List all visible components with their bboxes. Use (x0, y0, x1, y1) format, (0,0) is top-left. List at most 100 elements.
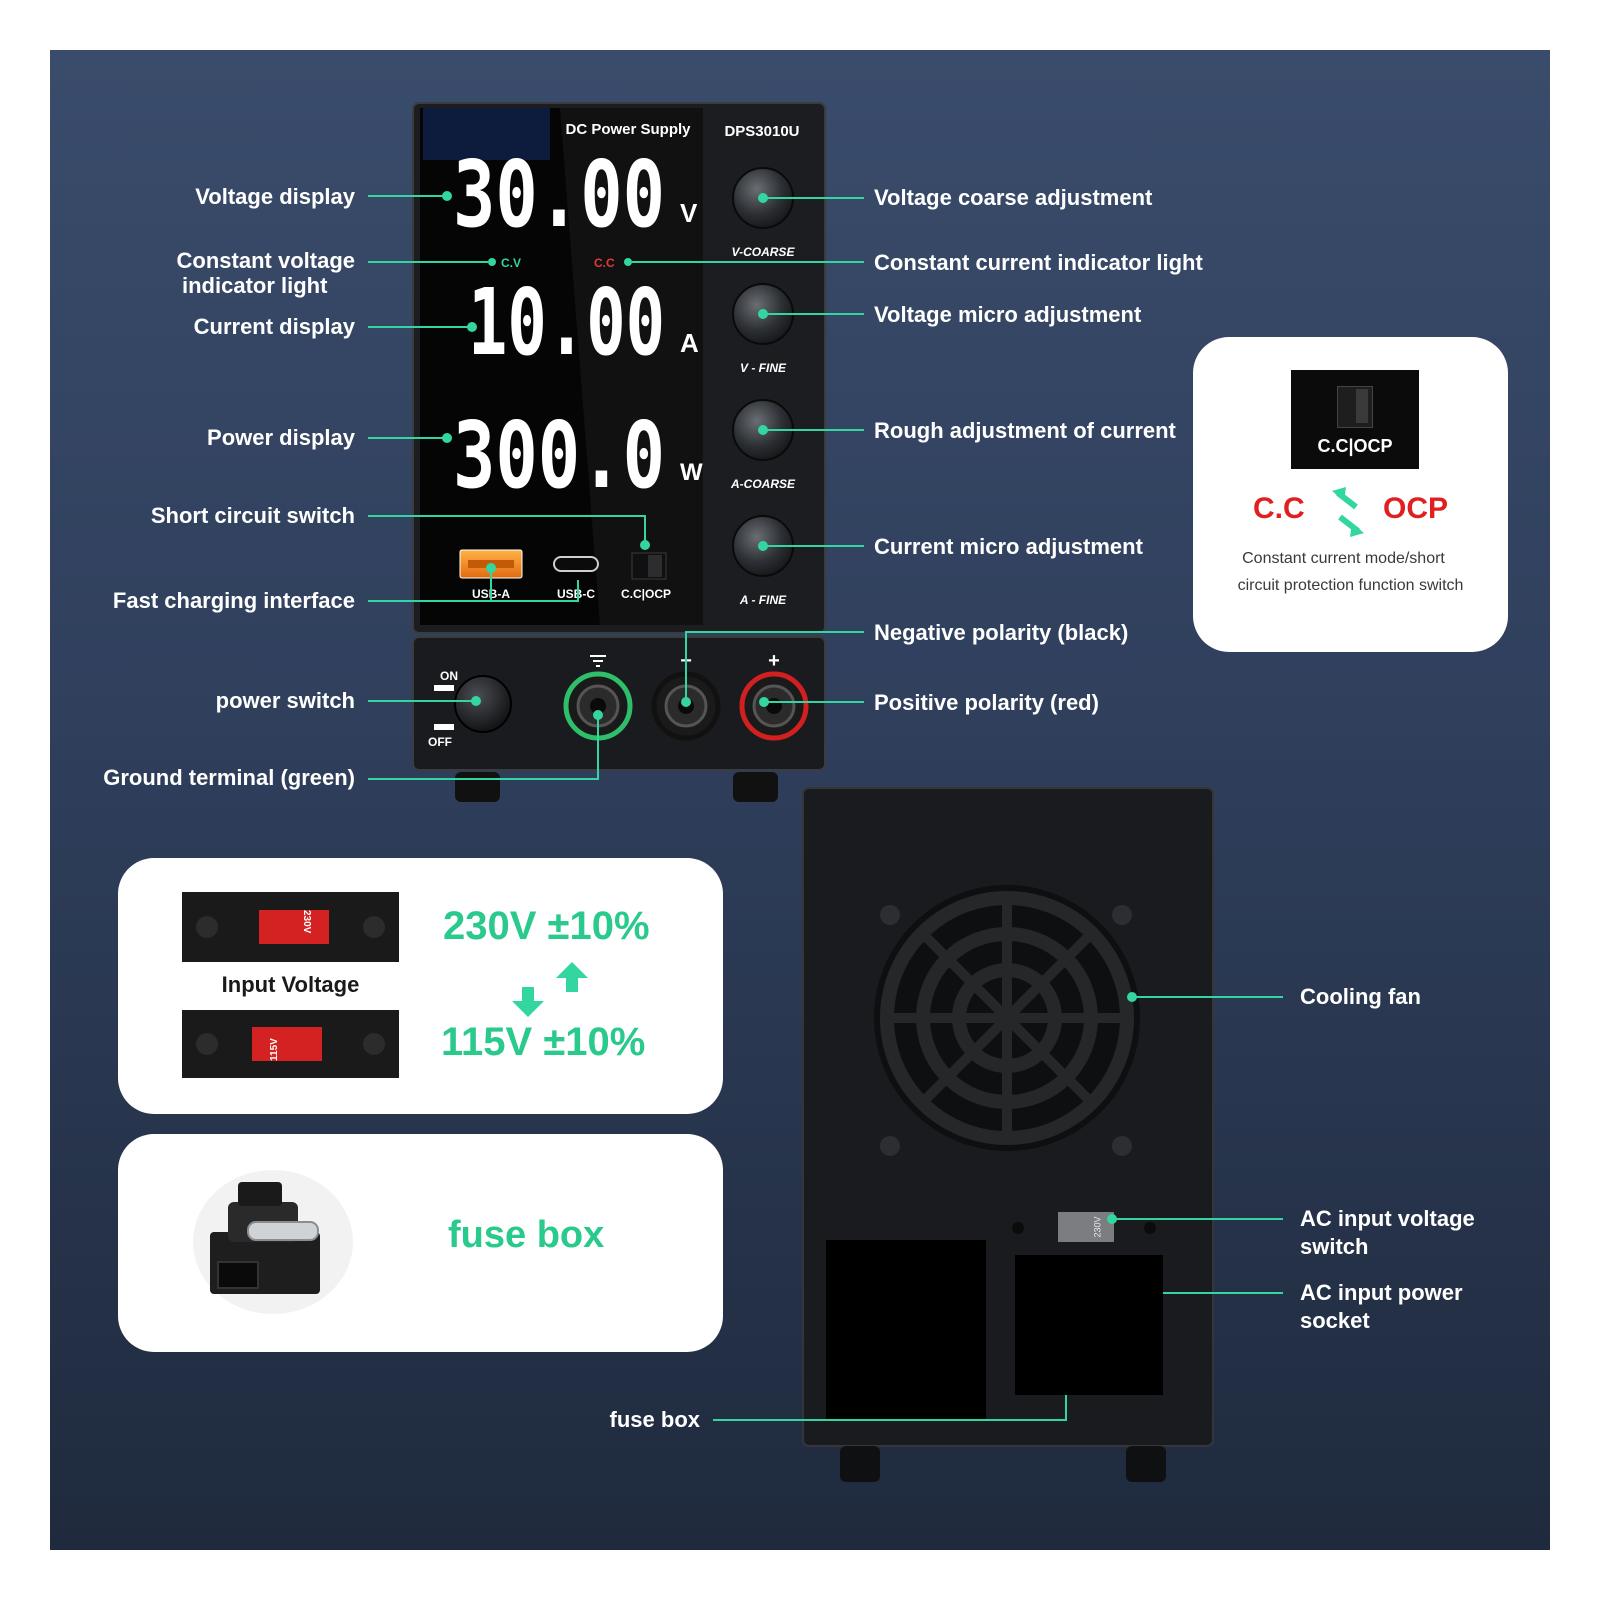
leader-line (368, 715, 599, 780)
ac-voltage-switch[interactable]: 230V (1058, 1212, 1114, 1242)
device-model: DPS3010U (724, 123, 799, 140)
leader-line (368, 580, 579, 602)
fan-screw (880, 1136, 900, 1156)
on-label: ON (440, 669, 458, 683)
front-foot-right (733, 772, 778, 802)
fuse-holder[interactable] (826, 1240, 986, 1420)
current-reading: 10.00 (468, 269, 665, 376)
leader-dot (758, 425, 768, 435)
label-current-display: Current display (194, 314, 356, 339)
label-fast-charging: Fast charging interface (113, 588, 355, 613)
cc-indicator-led (624, 258, 632, 266)
power-unit: W (680, 459, 703, 486)
fan-screw (880, 905, 900, 925)
rear-callouts: Cooling fan AC input voltage switch AC i… (610, 984, 1475, 1432)
left-callouts: Voltage display Constant voltage indicat… (103, 184, 650, 790)
knob-label: V - FINE (740, 361, 787, 375)
ac-switch-text: 230V (1092, 1216, 1102, 1237)
label-power-switch: power switch (216, 688, 355, 713)
rear-foot-right (1126, 1446, 1166, 1482)
switch-230v-image: 230V (182, 892, 399, 962)
fan-screw (1112, 1136, 1132, 1156)
leader-dot (467, 322, 477, 332)
leader-dot (471, 696, 481, 706)
display-glare (560, 108, 703, 625)
device-title: DC Power Supply (565, 121, 691, 138)
power-button[interactable] (454, 675, 512, 733)
leader-line (685, 631, 864, 702)
label-current-rough: Rough adjustment of current (874, 418, 1177, 443)
front-foot-left (455, 772, 500, 802)
switch-115v-text: 115V (269, 1038, 280, 1061)
cc-ocp-switch[interactable] (631, 552, 667, 580)
ocp-mode-label: OCP (1383, 492, 1449, 525)
cc-indicator-label: C.C (594, 256, 615, 270)
leader-dot (758, 541, 768, 551)
ac-power-socket[interactable] (1015, 1255, 1163, 1395)
knob-label: V-COARSE (732, 245, 796, 259)
power-reading: 300.0 (453, 402, 665, 509)
label-voltage-coarse: Voltage coarse adjustment (874, 185, 1153, 210)
voltage-115v-range: 115V ±10% (441, 1020, 646, 1064)
input-voltage-label: Input Voltage (221, 972, 360, 997)
leader-dot (759, 697, 769, 707)
leader-dot (1107, 1214, 1117, 1224)
switch-230v-rocker: 230V (259, 910, 329, 944)
leader-dot (593, 710, 603, 720)
leader-line (368, 515, 646, 545)
voltage-reading: 30.00 (453, 141, 665, 248)
positive-terminal[interactable] (739, 671, 809, 741)
usb-c-port[interactable] (553, 556, 599, 572)
usb-c-label: USB-C (557, 587, 595, 601)
ground-symbol-icon (590, 655, 606, 667)
off-label: OFF (428, 735, 452, 749)
switch-115v-image: 115V (182, 1010, 399, 1078)
label-positive: Positive polarity (red) (874, 690, 1099, 715)
ground-terminal[interactable] (563, 671, 633, 741)
cc-ocp-desc-1: Constant current mode/short (1242, 550, 1445, 567)
cooling-fan (874, 885, 1140, 1151)
front-device: DC Power Supply DPS3010U 30.00 V C.V C.C… (412, 102, 826, 802)
label-ground-terminal: Ground terminal (green) (103, 765, 355, 790)
down-arrow-icon (512, 987, 544, 1017)
plus-mark: + (768, 650, 780, 672)
cc-ocp-desc-2: circuit protection function switch (1237, 577, 1464, 594)
fuse-box-card: fuse box (118, 1134, 723, 1352)
leader-dot (758, 193, 768, 203)
label-current-micro: Current micro adjustment (874, 534, 1144, 559)
switch-caption: C.C|OCP (1317, 436, 1393, 456)
rear-device: 230V (802, 787, 1214, 1482)
label-cv-light-1: Constant voltage (177, 248, 355, 273)
display-panel (420, 108, 703, 625)
fuse-holder-image (193, 1170, 353, 1314)
knob-label: A-COARSE (730, 477, 796, 491)
switch-230v-text: 230V (301, 910, 312, 934)
label-ac-switch-1: AC input voltage (1300, 1206, 1475, 1231)
rear-foot-left (840, 1446, 880, 1482)
leader-dot (1127, 992, 1137, 1002)
voltage-unit: V (680, 198, 698, 228)
current-unit: A (680, 328, 699, 358)
swap-arrows-icon (1332, 487, 1364, 537)
rear-screw (1144, 1222, 1156, 1234)
off-mark (434, 724, 454, 730)
label-ac-switch-2: switch (1300, 1234, 1368, 1259)
label-cv-light-2: indicator light (182, 273, 328, 298)
label-ac-socket-2: socket (1300, 1308, 1370, 1333)
label-voltage-display: Voltage display (195, 184, 356, 209)
leader-dot (486, 563, 496, 573)
fuse-box-card-label: fuse box (448, 1214, 605, 1256)
label-negative: Negative polarity (black) (874, 620, 1128, 645)
label-ac-socket-1: AC input power (1300, 1280, 1463, 1305)
fan-screw (1112, 905, 1132, 925)
on-mark (434, 685, 454, 691)
knob-label: A - FINE (739, 593, 787, 607)
label-power-display: Power display (207, 425, 356, 450)
cc-mode-label: C.C (1253, 492, 1305, 525)
up-arrow-icon (556, 962, 588, 992)
leader-dot (640, 540, 650, 550)
rear-screw (1012, 1222, 1024, 1234)
leader-dot (442, 191, 452, 201)
leader-line (713, 1395, 1067, 1421)
leader-dot (681, 697, 691, 707)
